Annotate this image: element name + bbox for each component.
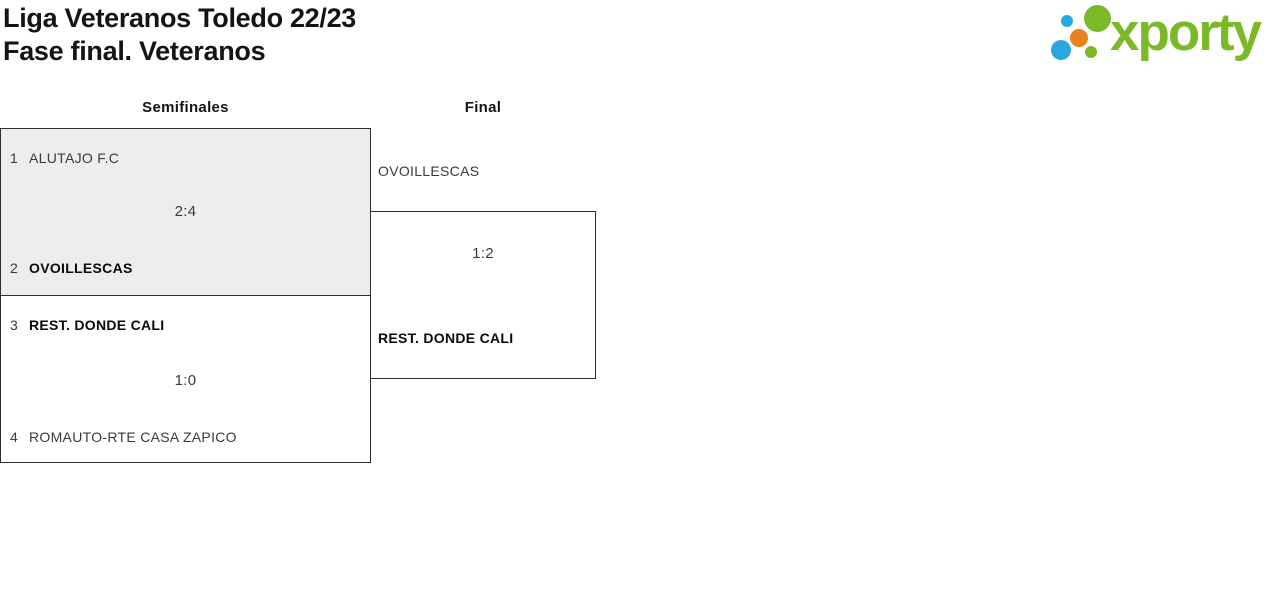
match-score: 1:0 [174,372,197,389]
page-title-block: Liga Veteranos Toledo 22/23 Fase final. … [3,2,356,68]
logo-dot-icon [1085,46,1097,58]
team-name: OVOILLESCAS [378,163,480,179]
team-name: ALUTAJO F.C [29,150,120,166]
logo-dot-icon [1084,5,1111,32]
tournament-title: Liga Veteranos Toledo 22/23 [3,3,357,33]
round-header-final: Final [464,99,502,116]
team-row: REST. DONDE CALI [378,330,513,347]
xporty-logo[interactable]: xporty [1048,0,1280,70]
team-name: REST. DONDE CALI [378,330,514,346]
team-row: 2 OVOILLESCAS [10,260,364,277]
match-score: 1:2 [472,245,494,262]
match-semifinal-1[interactable]: 1 ALUTAJO F.C 2:4 2 OVOILLESCAS [0,128,371,296]
team-seed: 1 [10,150,19,166]
team-seed: 2 [10,260,19,276]
team-seed: 4 [10,429,19,445]
team-row: 1 ALUTAJO F.C [10,150,364,167]
team-row: OVOILLESCAS [378,163,479,180]
logo-dot-icon [1051,40,1071,60]
xporty-wordmark: xporty [1110,3,1262,62]
logo-dot-icon [1061,15,1073,27]
match-score: 2:4 [174,203,197,220]
logo-dot-icon [1070,29,1088,47]
round-header-semifinales: Semifinales [142,99,229,116]
team-name: OVOILLESCAS [29,260,133,276]
tournament-phase-subtitle: Fase final. Veteranos [3,36,266,66]
match-semifinal-2[interactable]: 3 REST. DONDE CALI 1:0 4 ROMAUTO-RTE CAS… [0,295,371,463]
team-row: 3 REST. DONDE CALI [10,317,364,334]
team-row: 4 ROMAUTO-RTE CASA ZAPICO [10,429,364,446]
team-name: ROMAUTO-RTE CASA ZAPICO [29,429,237,445]
team-name: REST. DONDE CALI [29,317,165,333]
match-final[interactable]: OVOILLESCAS 1:2 REST. DONDE CALI [370,163,596,379]
team-seed: 3 [10,317,19,333]
